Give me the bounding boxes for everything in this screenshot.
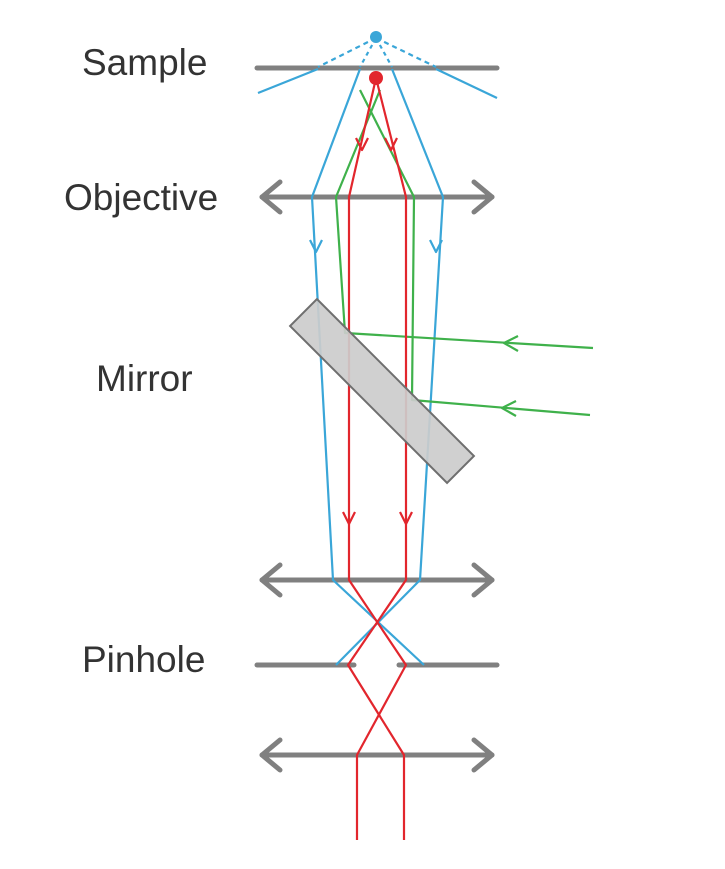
sample-label: Sample xyxy=(82,42,207,83)
red-arrow-lower-right xyxy=(399,511,413,526)
blue-arrow-left xyxy=(309,239,323,254)
blue-arrow-right xyxy=(429,239,443,254)
blue-dashed-ray-left xyxy=(317,37,377,68)
green-arrow-bottom xyxy=(500,400,517,417)
red-arrow-lower-left xyxy=(342,511,356,526)
green-ray-bottom xyxy=(359,89,591,417)
red-ray-right xyxy=(346,77,408,840)
objective-label: Objective xyxy=(64,177,218,218)
red-arrow-upper-left xyxy=(355,137,369,152)
detector-lens xyxy=(259,737,495,773)
pinhole-label: Pinhole xyxy=(82,639,205,680)
blue-refracted-stub-left xyxy=(257,67,319,95)
red-ray-left xyxy=(347,77,408,840)
blue-dashed-ray-right xyxy=(375,37,437,68)
red-arrow-upper-right xyxy=(384,137,398,152)
mirror-label: Mirror xyxy=(96,358,193,399)
blue-dot-icon xyxy=(370,31,382,43)
dichroic-mirror xyxy=(288,297,476,485)
blue-dashed-ray-inner-left xyxy=(359,37,377,68)
red-dot-icon xyxy=(369,71,383,85)
blue-dashed-ray-inner-right xyxy=(375,37,393,68)
objective-lens xyxy=(259,179,495,215)
green-ray-top xyxy=(334,89,594,350)
green-arrow-top xyxy=(502,335,519,352)
blue-refracted-stub-right xyxy=(435,68,498,99)
tube-lens xyxy=(259,562,495,598)
